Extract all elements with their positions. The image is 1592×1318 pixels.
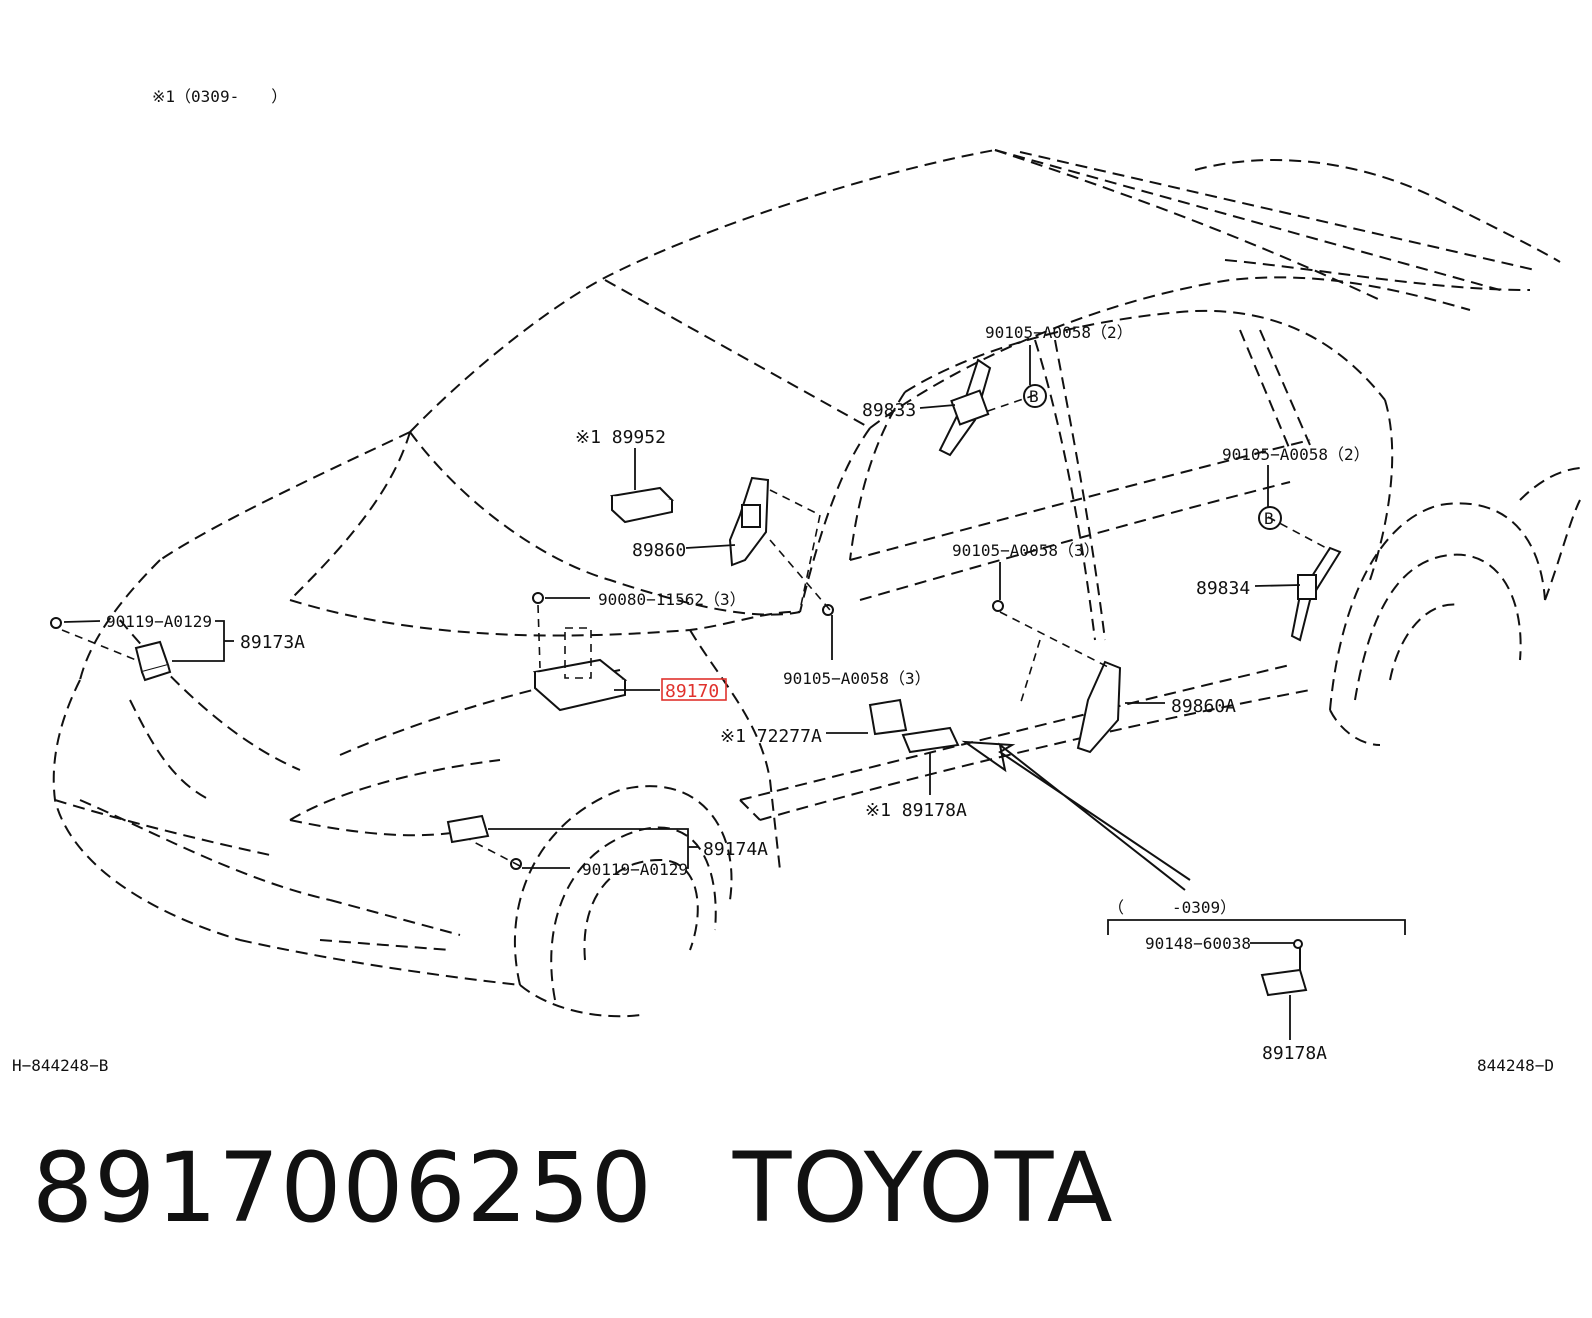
label-89860: 89860 [632,540,686,561]
part-89170-airbag-ecu [532,627,628,712]
label-90119-low: 90119−A0129 [582,860,688,879]
part-89178a-inset-sensor [1260,948,1308,997]
label-89860a: 89860A [1171,696,1236,717]
bottom-title: 8917006250 TOYOTA [32,1132,1114,1244]
part-89860-bracket [728,476,770,567]
label-89178a: 89178A [1262,1043,1327,1064]
car-outline [52,149,1581,1018]
label-89833: 89833 [862,400,916,421]
label-90119-top: 90119−A0129 [106,612,212,631]
variant-note-new: ※1（0309- ） [152,87,287,106]
assembly-guides [61,394,1331,867]
label-90080: 90080−11562（3） [598,590,746,609]
label-90148: 90148−60038 [1145,934,1251,953]
label-89170: 89170 [665,681,719,702]
part-89834-sensor [1290,546,1342,642]
label-89174a: 89174A [703,839,768,860]
variant-note-old: （ -0309） [1108,898,1236,917]
variant-bracket [1107,919,1406,935]
part-89833-sensor [938,358,992,457]
label-90105-right: 90105−A0058（2） [1222,445,1370,464]
callout-b-right-text: B [1264,509,1274,528]
label-89834: 89834 [1196,578,1250,599]
label-90105-top: 90105−A0058（2） [985,323,1133,342]
label-90105-mid: 90105−A0058（3） [952,541,1100,560]
label-89178a-star: ※1 89178A [865,800,967,821]
part-89860a-bracket [1076,660,1122,754]
callout-b-top: B [1023,384,1047,408]
bolt-90119-top [50,617,62,629]
callout-b-right: B [1258,506,1282,530]
part-number-title: 8917006250 [32,1132,653,1244]
bolt-90148 [1293,939,1303,949]
label-72277a: ※1 72277A [720,726,822,747]
bolt-90105-low [822,604,834,616]
brand-title: TOYOTA [732,1132,1114,1244]
part-89173a-sensor [134,640,172,682]
figure-ref-right: 844248−D [1477,1056,1554,1075]
leader-lines [63,345,1301,1040]
label-89173a: 89173A [240,632,305,653]
bolt-90105-mid [992,600,1004,612]
callout-b-top-text: B [1029,387,1039,406]
label-89952: ※1 89952 [575,427,666,448]
part-72277a-clip [868,698,908,736]
part-89952-module [610,486,675,524]
highlight-box-89170 [661,678,727,701]
view-arrow [961,740,1191,891]
bolt-90080 [532,592,544,604]
part-89178a-sensor-star [901,726,960,754]
part-89174a-sensor [446,814,490,844]
figure-ref-left: H−844248−B [12,1056,108,1075]
label-90105-low: 90105−A0058（3） [783,669,931,688]
